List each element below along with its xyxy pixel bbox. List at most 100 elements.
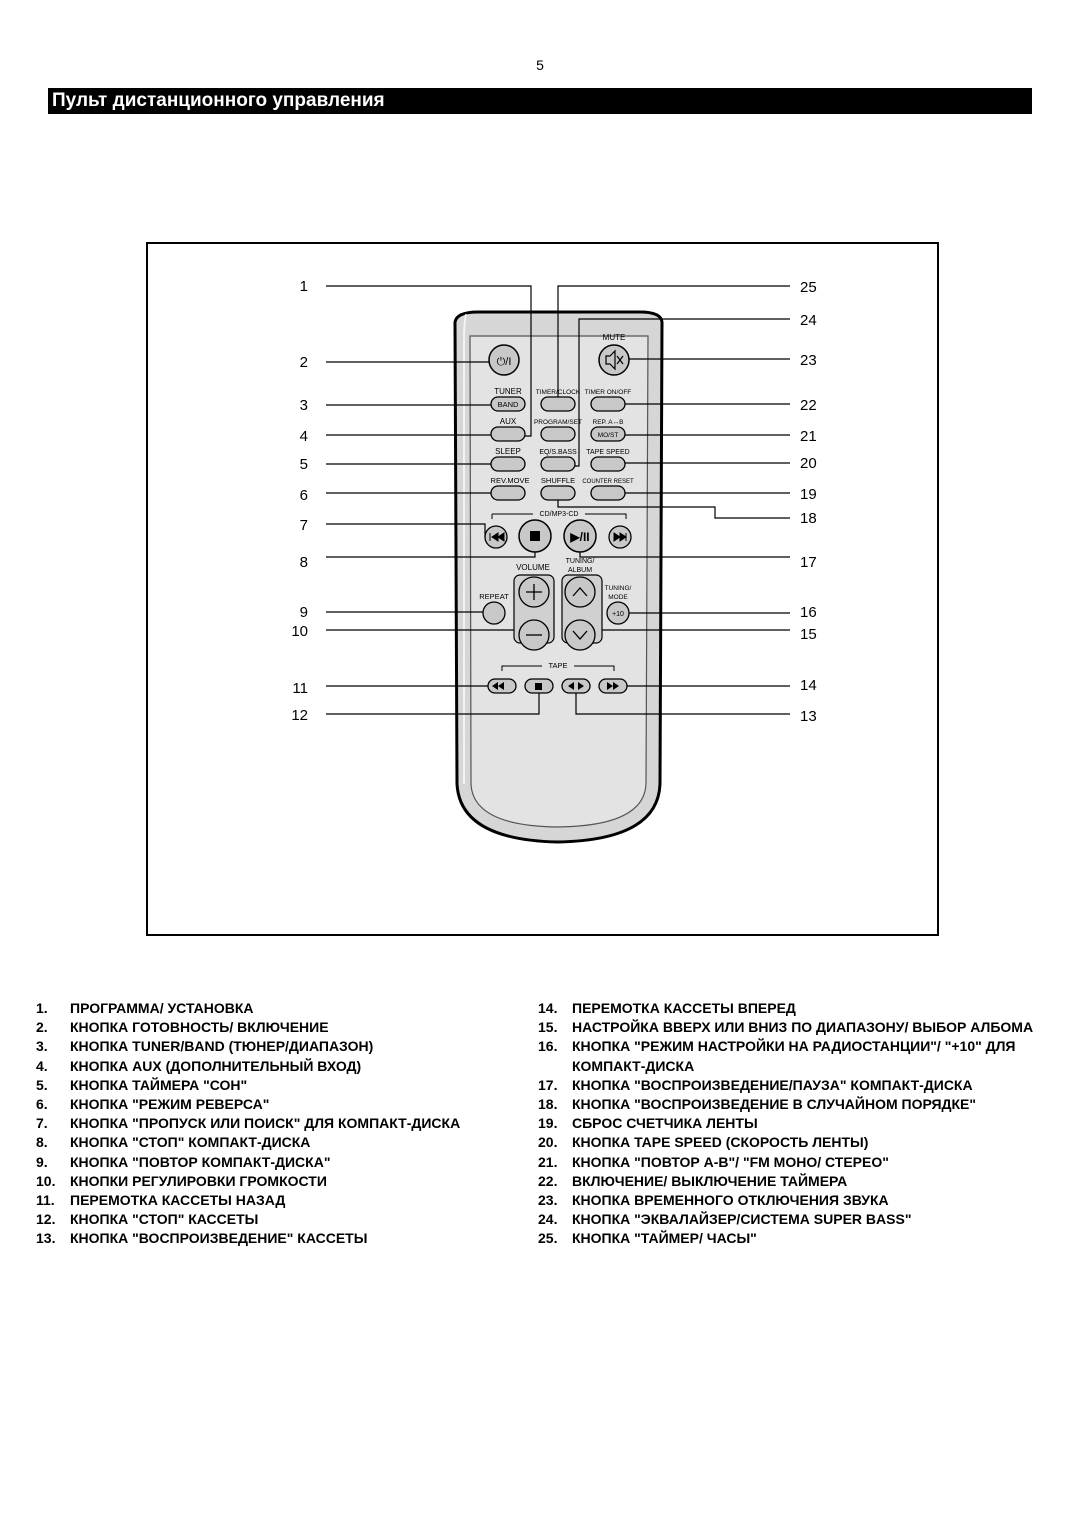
cd-skip-back-button[interactable] xyxy=(484,525,508,549)
tape-rewind-button[interactable] xyxy=(487,678,517,694)
volume-label: VOLUME xyxy=(516,563,550,572)
legend-item: 6.КНОПКА "РЕЖИМ РЕВЕРСА" xyxy=(36,1096,270,1113)
plus-icon xyxy=(526,584,542,600)
legend-item: 1.ПРОГРАММА/ УСТАНОВКА xyxy=(36,1000,254,1016)
callout-number: 7 xyxy=(300,517,308,534)
svg-text:+10: +10 xyxy=(612,611,624,618)
legend-item: 15.НАСТРОЙКА ВВЕРХ ИЛИ ВНИЗ ПО ДИАПАЗОНУ… xyxy=(538,1019,1034,1036)
repeat-label: REPEAT xyxy=(479,592,509,601)
callout-number: 16 xyxy=(800,604,817,621)
rep-ab-mo-st-button[interactable]: MO/ST xyxy=(590,426,626,442)
volume-up-button[interactable] xyxy=(518,576,550,608)
legend-item: 12.КНОПКА "СТОП" КАССЕТЫ xyxy=(36,1211,259,1228)
tuning-album-label-2: ALBUM xyxy=(568,567,592,574)
callout-number: 21 xyxy=(800,428,817,445)
chevron-down-icon xyxy=(572,630,588,640)
chevron-up-icon xyxy=(572,587,588,597)
volume-down-button[interactable] xyxy=(518,619,550,651)
legend-item: 17.КНОПКА "ВОСПРОИЗВЕДЕНИЕ/ПАУЗА" КОМПАК… xyxy=(538,1076,973,1093)
mute-label: MUTE xyxy=(603,333,626,342)
legend-item: 25.КНОПКА "ТАЙМЕР/ ЧАСЫ" xyxy=(538,1230,757,1247)
sleep-button[interactable] xyxy=(490,456,526,472)
legend-item: 13.КНОПКА "ВОСПРОИЗВЕДЕНИЕ" КАССЕТЫ xyxy=(36,1230,368,1247)
program-set-button[interactable] xyxy=(540,426,576,442)
tape-label: TAPE xyxy=(548,661,567,670)
legend-item: 19.СБРОС СЧЕТЧИКА ЛЕНТЫ xyxy=(538,1115,758,1132)
callout-number: 6 xyxy=(300,487,308,504)
speaker-mute-icon xyxy=(605,349,616,371)
play-pause-icon: ▶/II xyxy=(569,530,589,544)
counter-reset-label: COUNTER RESET xyxy=(582,479,634,485)
section-title: Пульт дистанционного управления xyxy=(52,90,385,111)
legend-right-column: 14.ПЕРЕМОТКА КАССЕТЫ ВПЕРЕД 15.НАСТРОЙКА… xyxy=(538,999,1053,1249)
timer-clock-button[interactable] xyxy=(540,396,576,412)
callout-number: 14 xyxy=(800,677,817,694)
tuning-mode-label-1: TUNING/ xyxy=(605,585,632,592)
tuning-mode-plus10-button[interactable]: +10 xyxy=(606,601,630,625)
callout-number: 19 xyxy=(800,486,817,503)
cd-stop-button[interactable] xyxy=(518,519,552,553)
svg-text:MO/ST: MO/ST xyxy=(598,432,619,439)
legend-item: 21.КНОПКА "ПОВТОР A-B"/ "FM МОНО/ СТЕРЕО… xyxy=(538,1153,889,1170)
tuner-band-button[interactable]: BAND xyxy=(490,396,526,412)
tape-stop-button[interactable] xyxy=(524,678,554,694)
sleep-label: SLEEP xyxy=(495,447,521,456)
tuning-album-label-1: TUNING/ xyxy=(566,558,595,565)
legend-item: 11.ПЕРЕМОТКА КАССЕТЫ НАЗАД xyxy=(36,1192,286,1209)
callout-number: 10 xyxy=(291,623,308,640)
counter-reset-button[interactable] xyxy=(590,485,626,501)
cd-skip-forward-button[interactable] xyxy=(608,525,632,549)
rewind-icon xyxy=(492,682,504,690)
legend-item: 3.КНОПКА TUNER/BAND (ТЮНЕР/ДИАПАЗОН) xyxy=(36,1038,374,1055)
legend-item: 5.КНОПКА ТАЙМЕРА "СОН" xyxy=(36,1076,248,1093)
tuning-up-button[interactable] xyxy=(564,576,596,608)
rep-ab-label: REP. A↔B xyxy=(593,419,624,426)
legend-item: 24.КНОПКА "ЭКВАЛАЙЗЕР/СИСТЕМА SUPER BASS… xyxy=(538,1211,912,1228)
remote-figure: ⏻/I MUTE TUNER TIMER/CLOCK TIMER ON/OFF … xyxy=(146,242,939,936)
remote-diagram: ⏻/I MUTE TUNER TIMER/CLOCK TIMER ON/OFF … xyxy=(291,278,817,844)
callout-number: 4 xyxy=(300,428,308,445)
timer-onoff-label: TIMER ON/OFF xyxy=(585,389,632,396)
eq-sbass-label: EQ/S.BASS xyxy=(539,449,577,456)
callout-number: 11 xyxy=(292,680,308,697)
skip-forward-icon xyxy=(613,532,627,542)
timer-onoff-button[interactable] xyxy=(590,396,626,412)
rev-move-button[interactable] xyxy=(490,485,526,501)
tuning-mode-label-2: MODE xyxy=(608,594,628,601)
callout-number: 12 xyxy=(291,707,308,724)
skip-back-icon xyxy=(489,532,505,542)
legend-item: 2.КНОПКА ГОТОВНОСТЬ/ ВКЛЮЧЕНИЕ xyxy=(36,1019,329,1036)
eq-sbass-button[interactable] xyxy=(540,456,576,472)
tuning-down-button[interactable] xyxy=(564,619,596,651)
play-both-icon xyxy=(568,682,584,690)
tape-fast-forward-button[interactable] xyxy=(598,678,628,694)
section-title-bar: Пульт дистанционного управления xyxy=(48,88,1032,114)
callout-number: 13 xyxy=(800,708,817,725)
callout-number: 15 xyxy=(800,626,817,643)
aux-label: AUX xyxy=(500,417,517,426)
callout-number: 22 xyxy=(800,397,817,414)
callout-number: 5 xyxy=(300,456,308,473)
legend-item: 18.КНОПКА "ВОСПРОИЗВЕДЕНИЕ В СЛУЧАЙНОМ П… xyxy=(538,1096,977,1113)
repeat-button[interactable] xyxy=(482,601,506,625)
legend-item: 4.КНОПКА AUX (ДОПОЛНИТЕЛЬНЫЙ ВХОД) xyxy=(36,1057,362,1074)
callout-number: 3 xyxy=(300,397,308,414)
stop-icon xyxy=(535,683,542,690)
callout-number: 18 xyxy=(800,510,817,527)
cd-play-pause-button[interactable]: ▶/II xyxy=(563,519,597,553)
svg-text:BAND: BAND xyxy=(498,400,519,409)
legend-item: 10.КНОПКИ РЕГУЛИРОВКИ ГРОМКОСТИ xyxy=(36,1172,327,1189)
page-number: 5 xyxy=(536,57,544,73)
cd-mp3-label: CD/MP3-CD xyxy=(540,511,579,518)
callout-number: 23 xyxy=(800,352,817,369)
shuffle-button[interactable] xyxy=(540,485,576,501)
legend-left-column: 1.ПРОГРАММА/ УСТАНОВКА 2.КНОПКА ГОТОВНОС… xyxy=(36,999,506,1249)
tape-speed-button[interactable] xyxy=(590,456,626,472)
aux-button[interactable] xyxy=(490,426,526,442)
mute-button[interactable] xyxy=(598,344,630,376)
callout-number: 20 xyxy=(800,455,817,472)
tape-play-button[interactable] xyxy=(561,678,591,694)
stop-icon xyxy=(530,531,540,541)
program-set-label: PROGRAM/SET xyxy=(534,419,582,426)
power-button[interactable]: ⏻/I xyxy=(488,344,520,376)
